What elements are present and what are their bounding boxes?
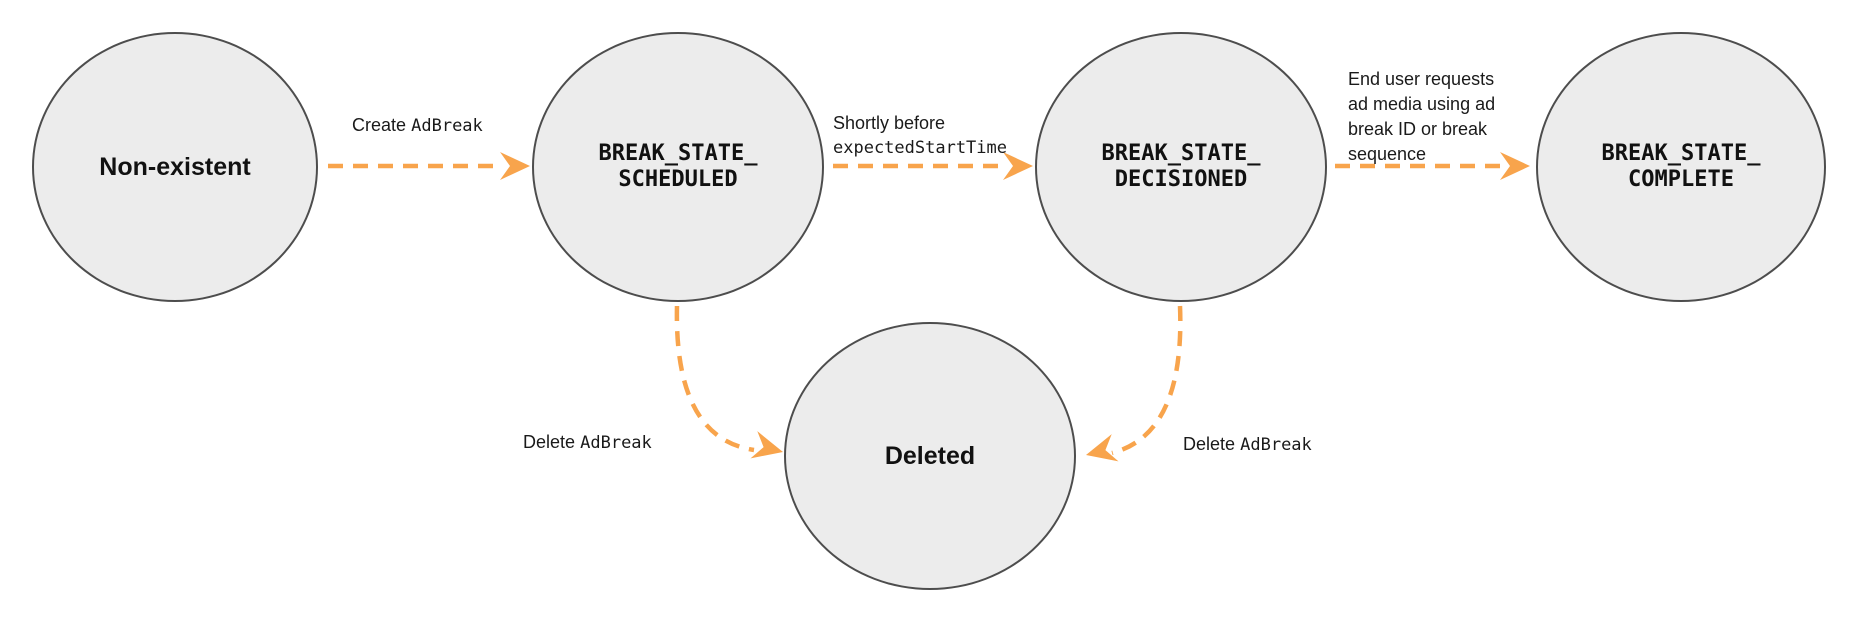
edge-end-user-request bbox=[1335, 152, 1530, 180]
edge-delete-adbreak-right bbox=[1086, 305, 1183, 462]
state-node-deleted: Deleted bbox=[784, 322, 1076, 590]
edge-label-shortly-before: Shortly before expectedStartTime bbox=[833, 113, 1007, 158]
edge-create-adbreak bbox=[328, 152, 530, 180]
state-node-non-existent: Non-existent bbox=[32, 32, 318, 302]
state-label-break-state-complete: BREAK_STATE_ COMPLETE bbox=[1601, 141, 1761, 192]
state-node-break-state-decisioned: BREAK_STATE_ DECISIONED bbox=[1035, 32, 1327, 302]
edge-label-end-user-request: End user requests ad media using ad brea… bbox=[1348, 69, 1496, 164]
edge-delete-adbreak-left bbox=[674, 305, 783, 459]
edge-shortly-before bbox=[833, 152, 1033, 180]
state-node-break-state-complete: BREAK_STATE_ COMPLETE bbox=[1536, 32, 1826, 302]
state-label-deleted: Deleted bbox=[884, 441, 976, 470]
state-label-non-existent: Non-existent bbox=[99, 152, 251, 181]
state-node-break-state-scheduled: BREAK_STATE_ SCHEDULED bbox=[532, 32, 824, 302]
state-label-break-state-scheduled: BREAK_STATE_ SCHEDULED bbox=[598, 141, 758, 192]
state-label-break-state-decisioned: BREAK_STATE_ DECISIONED bbox=[1101, 141, 1261, 192]
